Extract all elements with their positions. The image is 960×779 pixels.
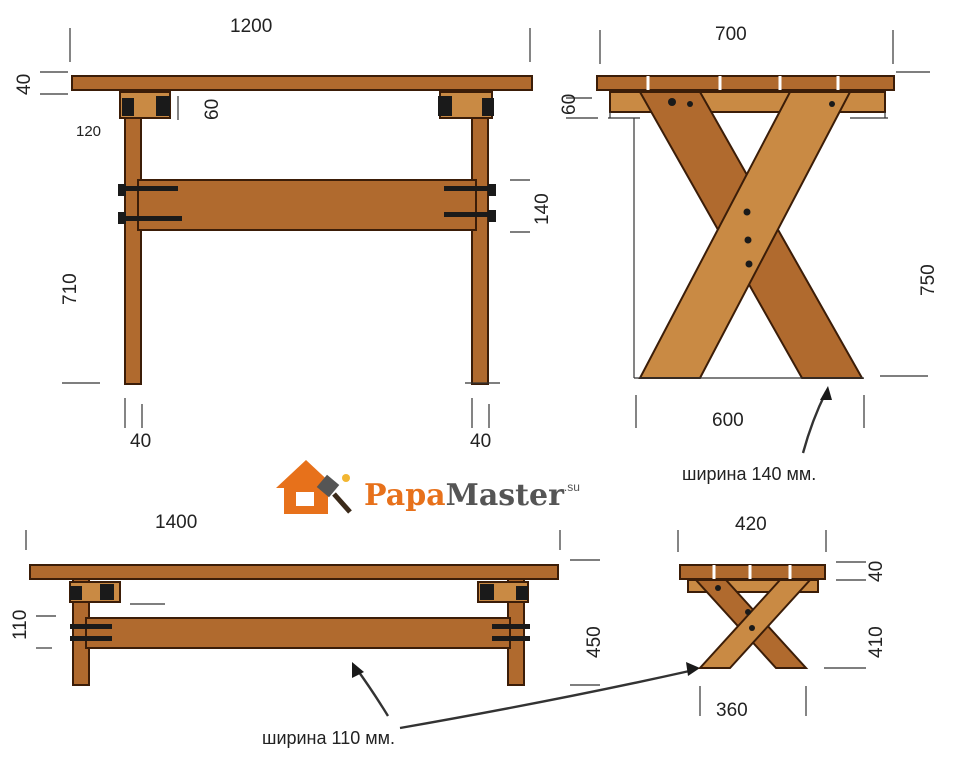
bench-front-dimension-lines: [25, 530, 600, 686]
dim-table-base: 600: [712, 410, 744, 431]
note-table-board-width: ширина 140 мм.: [682, 464, 816, 484]
table-width-arrow: [801, 386, 832, 454]
dim-bench-length: 1400: [155, 512, 197, 533]
dim-bench-width: 420: [735, 514, 767, 535]
dim-table-stretcher: 140: [532, 193, 553, 225]
bench-x-leg-b: [697, 579, 813, 669]
bench-width-arrow-right: [399, 662, 700, 730]
dim-bench-base: 360: [716, 700, 748, 721]
bench-front-view: 1400 110 450 ширина 110 мм.: [10, 512, 700, 748]
bench-side-dimension-lines: [677, 530, 866, 716]
dim-table-leg-left: 40: [130, 431, 151, 452]
bench-side-bolts: [715, 585, 755, 631]
bench-side-top: [679, 564, 826, 580]
table-top: [71, 75, 533, 91]
dim-bench-side-height: 410: [866, 626, 887, 658]
note-bench-board-width: ширина 110 мм.: [262, 728, 395, 748]
table-front-bolts: [118, 96, 496, 224]
dim-table-side-height: 750: [918, 264, 939, 296]
logo-text: PapaMaster.su: [364, 478, 580, 513]
table-side-view: 700 60 750 600 ширина 140 мм.: [559, 24, 939, 484]
table-side-bolts: [668, 98, 835, 268]
bench-side-view: 420 40 410 360: [677, 514, 887, 721]
dim-bench-side-top: 40: [866, 561, 887, 582]
bench-top: [29, 564, 559, 580]
bench-width-arrow: [352, 662, 390, 717]
dim-table-leg-offset: 120: [76, 123, 101, 140]
dim-bench-height: 450: [584, 626, 605, 658]
dim-table-leg-right: 40: [470, 431, 491, 452]
dim-table-rail-gap: 60: [202, 99, 223, 120]
bench-stretcher: [85, 617, 511, 649]
table-front-dimension-lines: [40, 28, 531, 428]
table-leg-right: [471, 89, 489, 385]
table-side-top-slats: [646, 76, 840, 90]
dim-bench-stretcher-height: 110: [10, 610, 31, 640]
bench-front-bolts: [70, 584, 530, 641]
dim-table-height: 710: [60, 273, 81, 305]
table-leg-left: [124, 89, 142, 385]
dim-table-top-thickness: 40: [14, 74, 35, 95]
bench-side-top-slats: [712, 565, 792, 579]
table-stretcher: [137, 179, 477, 231]
table-front-view: 1200 40 60 120 140 710 40 40: [14, 16, 553, 452]
dim-table-length: 1200: [230, 16, 272, 37]
table-side-top: [596, 75, 895, 91]
papamaster-logo: PapaMaster.su: [276, 460, 580, 514]
dim-table-width: 700: [715, 24, 747, 45]
dim-table-side-top: 60: [559, 94, 580, 115]
house-icon: [276, 460, 352, 514]
table-side-dimension-lines: [566, 30, 930, 428]
